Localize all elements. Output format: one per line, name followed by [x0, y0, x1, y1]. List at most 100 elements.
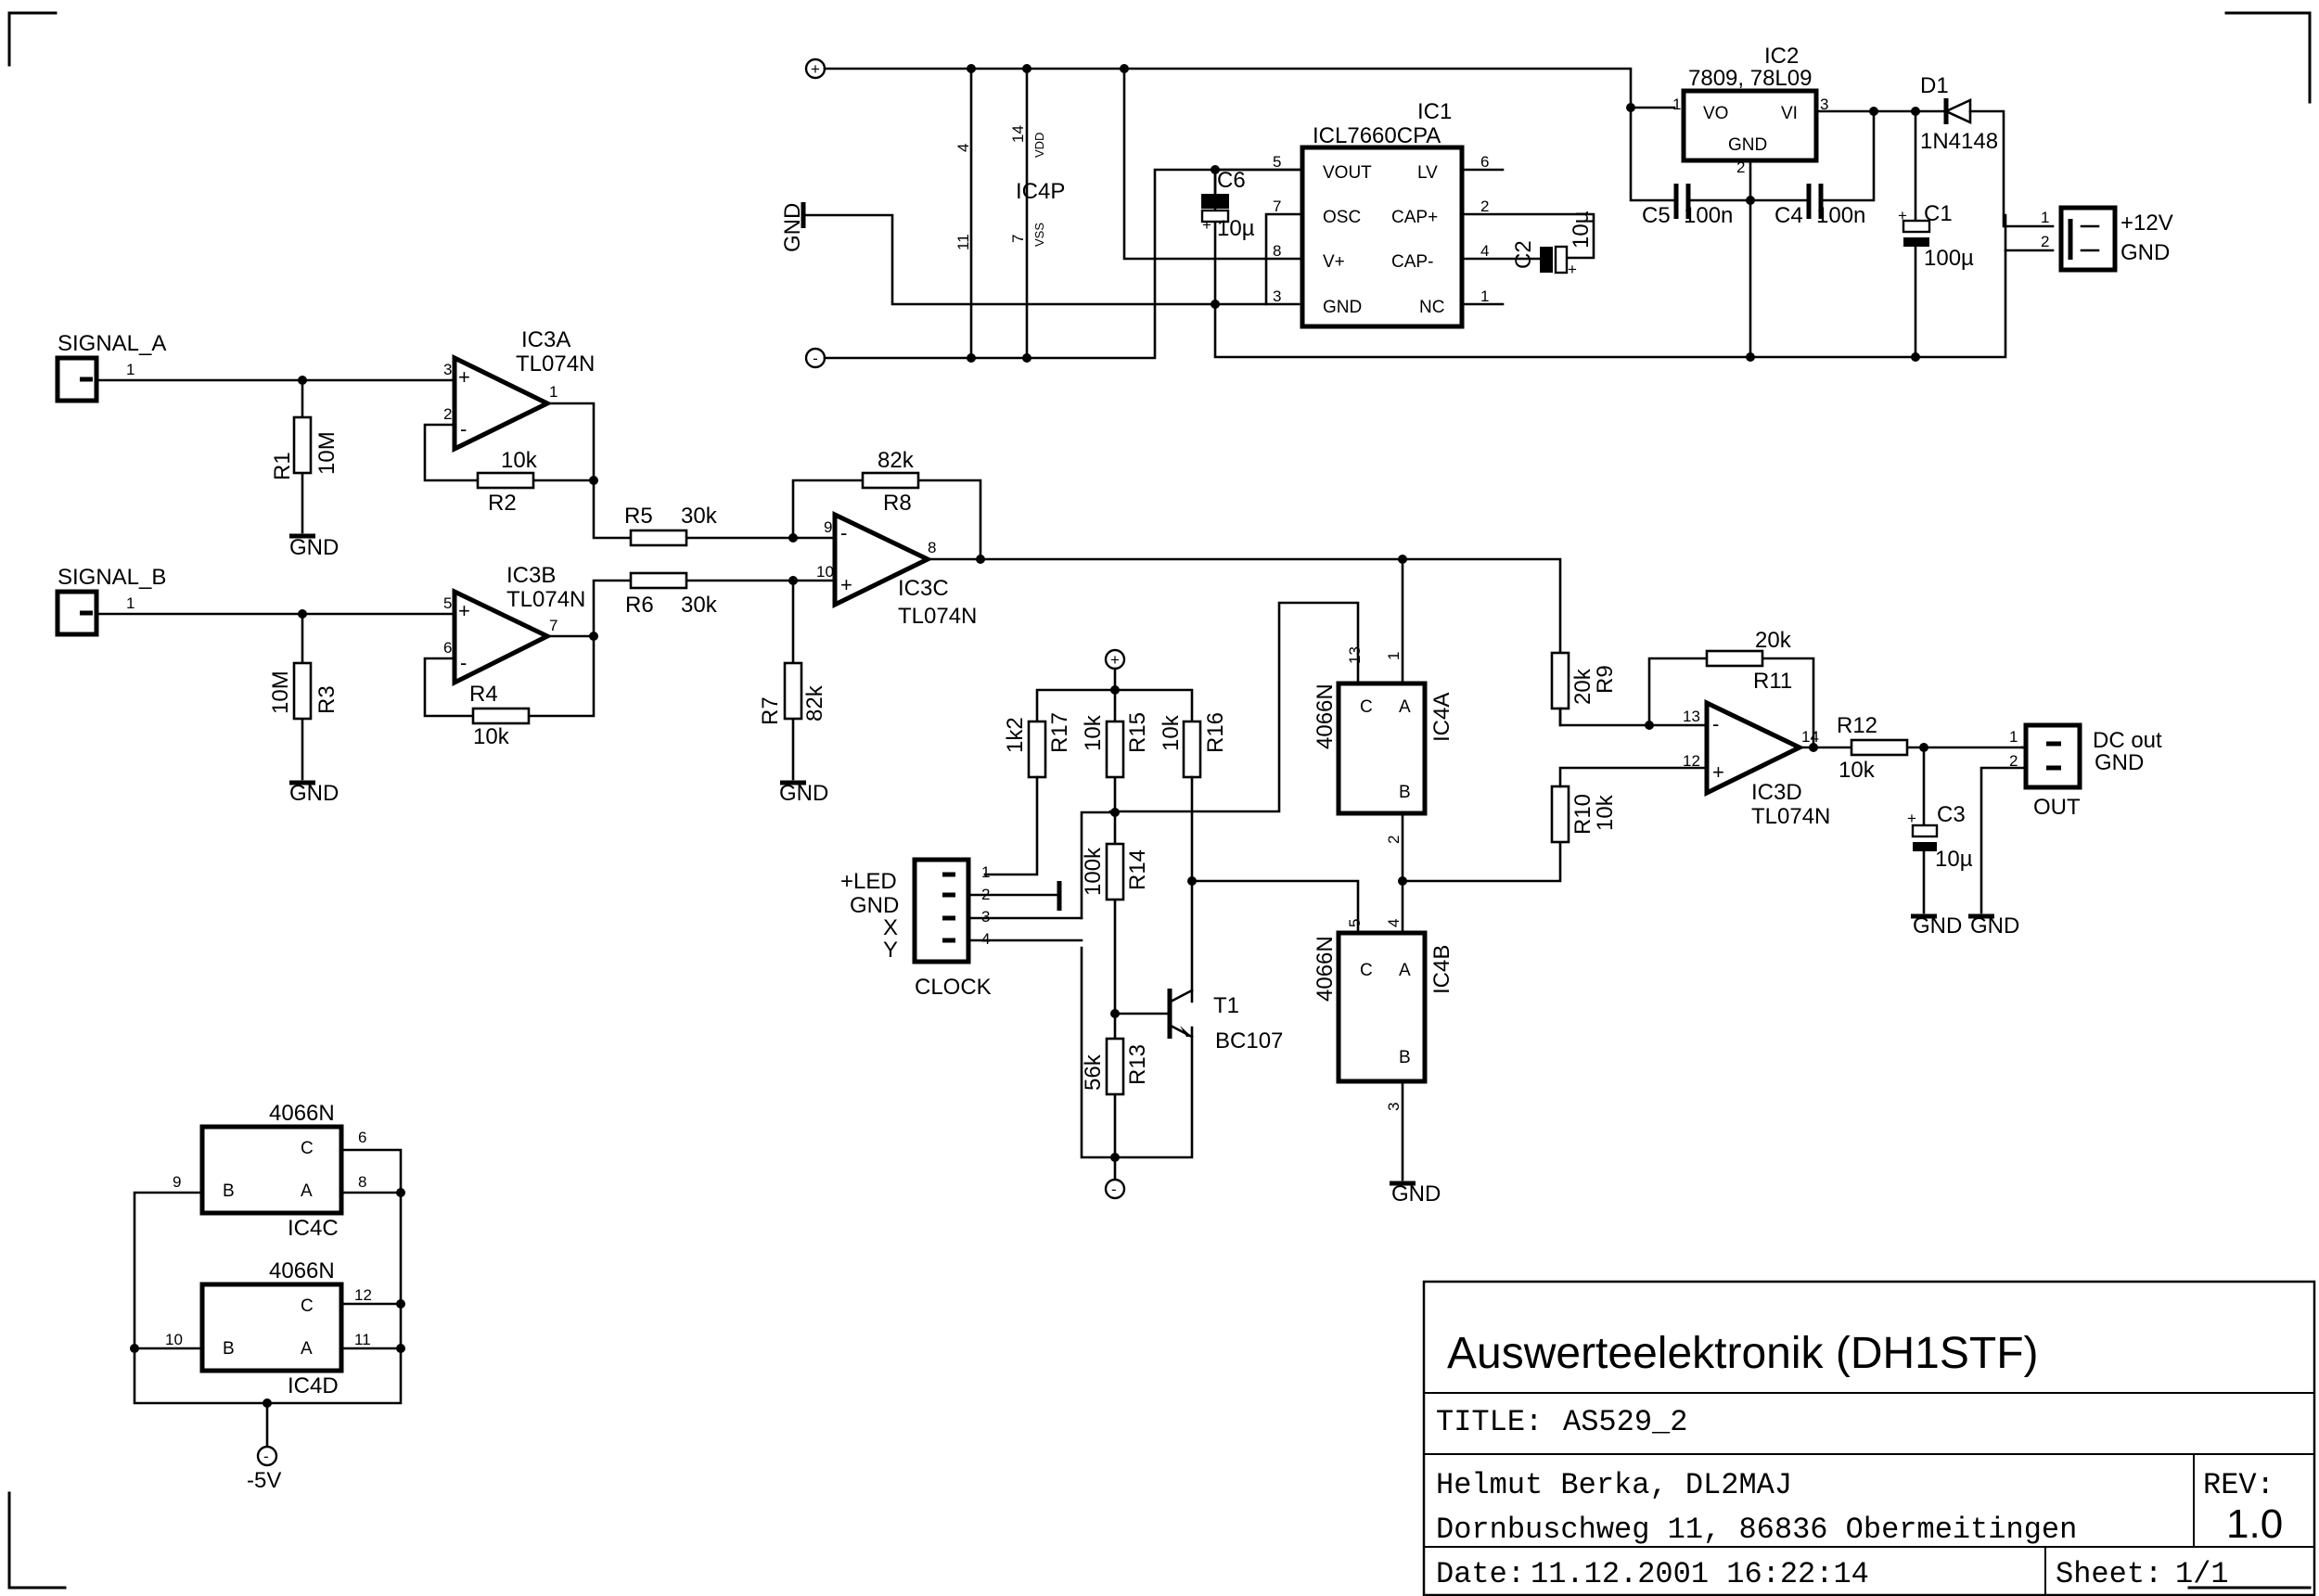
ic3c-part: TL074N: [898, 604, 977, 629]
svg-text:+: +: [1712, 760, 1724, 784]
clock-connector: [912, 857, 971, 964]
r15-value: 10k: [1081, 714, 1106, 751]
c6-value: 10µ: [1217, 216, 1255, 241]
power-supply-section: + GND - 4 14 VDD 11 7 VSS IC4P IC1 ICL76…: [780, 44, 2173, 369]
ic4c-part: 4066N: [269, 1101, 335, 1126]
ic4a-ref: IC4A: [1429, 693, 1454, 742]
ic3c-body: [832, 511, 933, 609]
t1-ref: T1: [1213, 993, 1239, 1018]
r9-ref: R9: [1593, 665, 1618, 694]
output-section: 20k R9 R10 10k - + 13 12 14 IC3D TL074N …: [1550, 628, 2162, 938]
r7-value: 82k: [802, 684, 827, 721]
svg-text:+: +: [840, 573, 852, 596]
date-label: Date:: [1436, 1557, 1525, 1591]
c3-ref: C3: [1937, 802, 1966, 827]
ic4d-ref: IC4D: [288, 1373, 339, 1398]
svg-text:2: 2: [1480, 198, 1489, 215]
power-label-12v: +12V: [2120, 211, 2173, 236]
c2-ref: C2: [1511, 240, 1536, 269]
t1-part: BC107: [1215, 1028, 1283, 1053]
sheet-label: Sheet:: [2056, 1557, 2162, 1591]
switch-section: C A B 4066N IC4A 13 1 2 C A B 4066N IC4B…: [130, 557, 1562, 1493]
svg-text:CAP+: CAP+: [1391, 208, 1438, 227]
r5-value: 30k: [681, 504, 718, 529]
svg-text:B: B: [223, 1181, 235, 1201]
ic3c-ref: IC3C: [898, 576, 949, 601]
address-text: Dornbuschweg 11, 86836 Obermeitingen: [1436, 1513, 2077, 1547]
r11-ref: R11: [1753, 669, 1792, 694]
r3-value: 10M: [268, 670, 293, 714]
c4-value: 100n: [1816, 203, 1865, 228]
svg-text:A: A: [1399, 697, 1411, 717]
d1-part: 1N4148: [1920, 129, 1998, 154]
title-label: TITLE:: [1436, 1405, 1543, 1439]
svg-text:+: +: [1898, 207, 1907, 224]
svg-text:GND: GND: [1323, 298, 1362, 317]
svg-text:14: 14: [1801, 728, 1819, 746]
ic3b-body: [452, 588, 553, 687]
neg5-label: -5V: [247, 1468, 281, 1493]
svg-text:-: -: [460, 651, 467, 674]
r5-ref: R5: [624, 504, 653, 529]
r10-value: 10k: [1593, 794, 1618, 831]
svg-text:VO: VO: [1703, 104, 1728, 123]
r14-value: 100k: [1081, 847, 1106, 896]
svg-text:A: A: [301, 1181, 313, 1201]
svg-text:GND: GND: [1913, 913, 1962, 938]
svg-text:8: 8: [928, 539, 936, 556]
svg-text:VOUT: VOUT: [1323, 163, 1372, 183]
svg-text:1: 1: [981, 863, 990, 881]
svg-text:9: 9: [173, 1173, 181, 1191]
c3-value: 10µ: [1935, 847, 1973, 872]
svg-text:CAP-: CAP-: [1391, 252, 1433, 272]
svg-text:VDD: VDD: [1032, 133, 1046, 158]
out-name: OUT: [2033, 795, 2081, 820]
signal-a-label: SIGNAL_A: [58, 331, 166, 356]
ic4b-ref: IC4B: [1429, 945, 1454, 994]
svg-text:2: 2: [1385, 836, 1403, 844]
ic1-part: ICL7660CPA: [1313, 123, 1441, 148]
r8-value: 82k: [878, 448, 915, 473]
r13-ref: R13: [1125, 1044, 1150, 1085]
c2-value: 10µ: [1569, 211, 1594, 249]
r3-ref: R3: [314, 685, 340, 714]
svg-text:8: 8: [358, 1173, 366, 1191]
c1-value: 100µ: [1924, 246, 1974, 271]
ic3a-body: [452, 353, 553, 453]
ic4b-part: 4066N: [1313, 936, 1338, 1002]
svg-text:-: -: [1111, 1181, 1117, 1198]
clock-label-y: Y: [883, 938, 898, 963]
svg-text:-: -: [1712, 712, 1719, 735]
r15-ref: R15: [1125, 712, 1150, 753]
svg-text:1: 1: [2009, 728, 2018, 746]
svg-text:9: 9: [824, 518, 832, 536]
minus-terminal-glyph: -: [813, 350, 818, 367]
svg-text:3: 3: [981, 908, 990, 926]
svg-text:6: 6: [1480, 153, 1489, 171]
ic3d-ref: IC3D: [1751, 780, 1802, 805]
ic3b-ref: IC3B: [506, 563, 556, 588]
svg-text:-: -: [263, 1448, 269, 1465]
svg-text:4: 4: [1385, 919, 1403, 927]
svg-text:C: C: [301, 1139, 314, 1158]
out-label-dc: DC out: [2093, 728, 2162, 753]
svg-text:A: A: [301, 1339, 313, 1359]
ic4a-body: [1336, 681, 1428, 816]
svg-text:11: 11: [955, 234, 972, 250]
gnd-terminal-label: GND: [780, 203, 805, 252]
r16-ref: R16: [1203, 712, 1228, 753]
svg-text:3: 3: [1385, 1103, 1403, 1111]
ic3a-ref: IC3A: [521, 327, 570, 352]
svg-text:+: +: [1110, 651, 1120, 669]
r16-value: 10k: [1159, 714, 1184, 751]
svg-text:1: 1: [1480, 287, 1489, 305]
ic4c-body: [199, 1124, 344, 1216]
svg-text:8: 8: [1273, 242, 1281, 260]
date-value: 11.12.2001 16:22:14: [1531, 1557, 1869, 1591]
clock-label-x: X: [883, 915, 898, 940]
svg-text:GND: GND: [1391, 1181, 1441, 1207]
rev-value: 1.0: [2226, 1501, 2283, 1547]
svg-text:GND: GND: [1728, 135, 1767, 155]
frame-corners: [7, 11, 2312, 1590]
